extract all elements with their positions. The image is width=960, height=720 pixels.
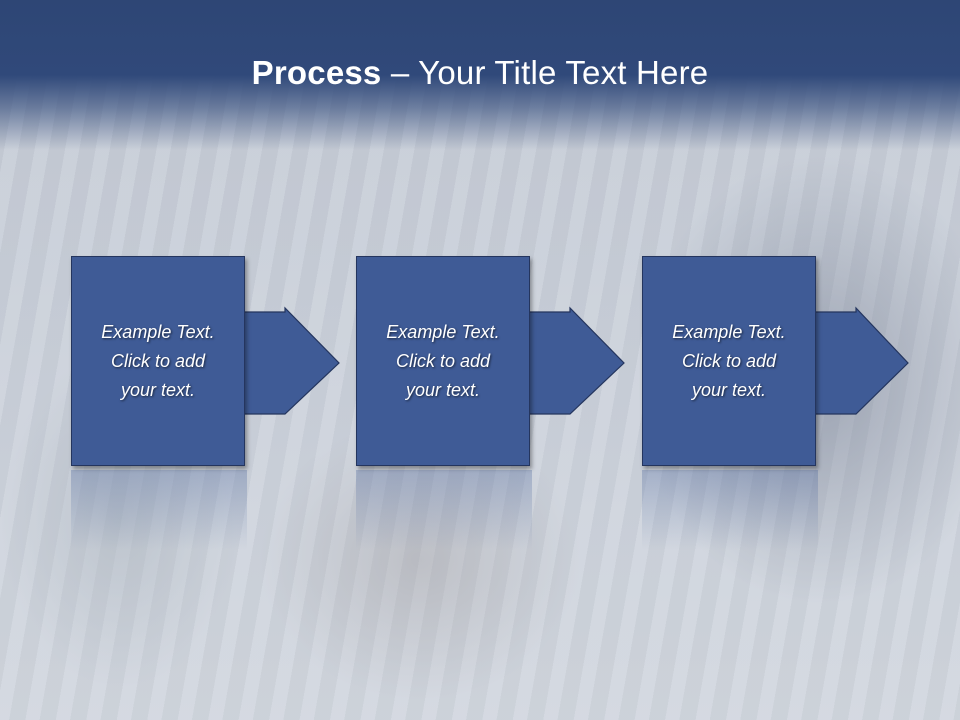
step-box[interactable]: Example Text. Click to add your text. bbox=[642, 256, 816, 466]
step-reflection bbox=[71, 470, 247, 550]
step-box[interactable]: Example Text. Click to add your text. bbox=[71, 256, 245, 466]
step-text: Example Text. Click to add your text. bbox=[386, 321, 500, 400]
process-step-1[interactable]: Example Text. Click to add your text. bbox=[71, 256, 343, 468]
step-text: Example Text. Click to add your text. bbox=[101, 321, 215, 400]
step-text: Example Text. Click to add your text. bbox=[672, 321, 786, 400]
step-box[interactable]: Example Text. Click to add your text. bbox=[356, 256, 530, 466]
process-step-3[interactable]: Example Text. Click to add your text. bbox=[642, 256, 914, 468]
title-band bbox=[0, 0, 960, 150]
title-bold-part: Process bbox=[251, 54, 382, 91]
step-reflection bbox=[642, 470, 818, 550]
slide-title[interactable]: Process – Your Title Text Here bbox=[0, 54, 960, 92]
title-rest: – Your Title Text Here bbox=[381, 54, 709, 91]
process-step-2[interactable]: Example Text. Click to add your text. bbox=[356, 256, 628, 468]
step-reflection bbox=[356, 470, 532, 550]
